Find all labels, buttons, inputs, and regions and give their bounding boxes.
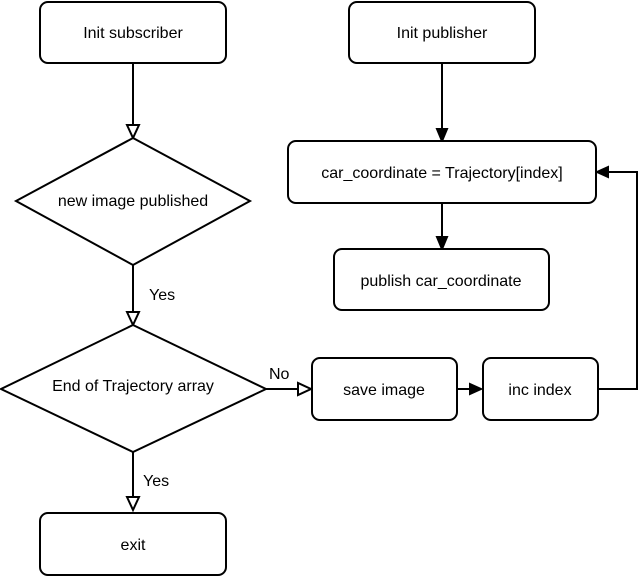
edges [125, 63, 638, 513]
node-save-image-label: save image [343, 382, 425, 399]
node-car-coordinate-assign: car_coordinate = Trajectory[index] [287, 140, 597, 204]
node-save-image: save image [311, 357, 458, 421]
edge-labels: Yes No Yes [143, 287, 290, 490]
edge-label-new-image-yes: Yes [149, 287, 175, 304]
node-init-subscriber-label: Init subscriber [83, 25, 183, 42]
edge-init-publisher-to-car-coordinate [435, 63, 449, 144]
node-init-subscriber: Init subscriber [39, 1, 227, 64]
node-init-publisher: Init publisher [348, 1, 536, 64]
node-car-coordinate-assign-label: car_coordinate = Trajectory[index] [321, 165, 562, 182]
node-new-image-published: new image published [13, 136, 253, 267]
solid-arrowhead-icon [594, 165, 609, 179]
solid-arrowhead-icon [435, 236, 449, 252]
open-arrowhead-icon [125, 496, 141, 513]
solid-arrowhead-icon [435, 128, 449, 144]
open-arrowhead-icon [297, 381, 314, 397]
open-arrowhead-icon [125, 311, 141, 328]
edge-new-image-to-end-of-trajectory [125, 265, 141, 328]
edge-inc-index-to-car-coordinate [594, 165, 638, 390]
node-publish-car-coordinate-label: publish car_coordinate [361, 273, 522, 290]
node-exit-label: exit [121, 537, 146, 554]
open-arrowhead-icon [125, 124, 141, 141]
edge-label-end-of-trajectory-no: No [269, 366, 290, 383]
node-publish-car-coordinate: publish car_coordinate [333, 248, 550, 311]
node-end-of-trajectory-label: End of Trajectory array [52, 378, 214, 395]
edge-end-of-trajectory-to-exit [125, 452, 141, 513]
node-inc-index: inc index [482, 357, 599, 421]
node-inc-index-label: inc index [508, 382, 571, 399]
edge-save-image-to-inc-index [457, 382, 484, 396]
node-exit: exit [39, 512, 227, 576]
node-end-of-trajectory: End of Trajectory array [0, 323, 269, 454]
edge-car-coordinate-to-publish [435, 203, 449, 252]
node-init-publisher-label: Init publisher [397, 25, 488, 42]
edge-end-of-trajectory-to-save-image [266, 381, 314, 397]
node-new-image-published-label: new image published [58, 193, 208, 210]
edge-label-end-of-trajectory-yes: Yes [143, 473, 169, 490]
solid-arrowhead-icon [469, 382, 484, 396]
edge-init-subscriber-to-new-image [125, 63, 141, 141]
nodes: Init subscriber Init publisher car_coord… [0, 1, 599, 576]
